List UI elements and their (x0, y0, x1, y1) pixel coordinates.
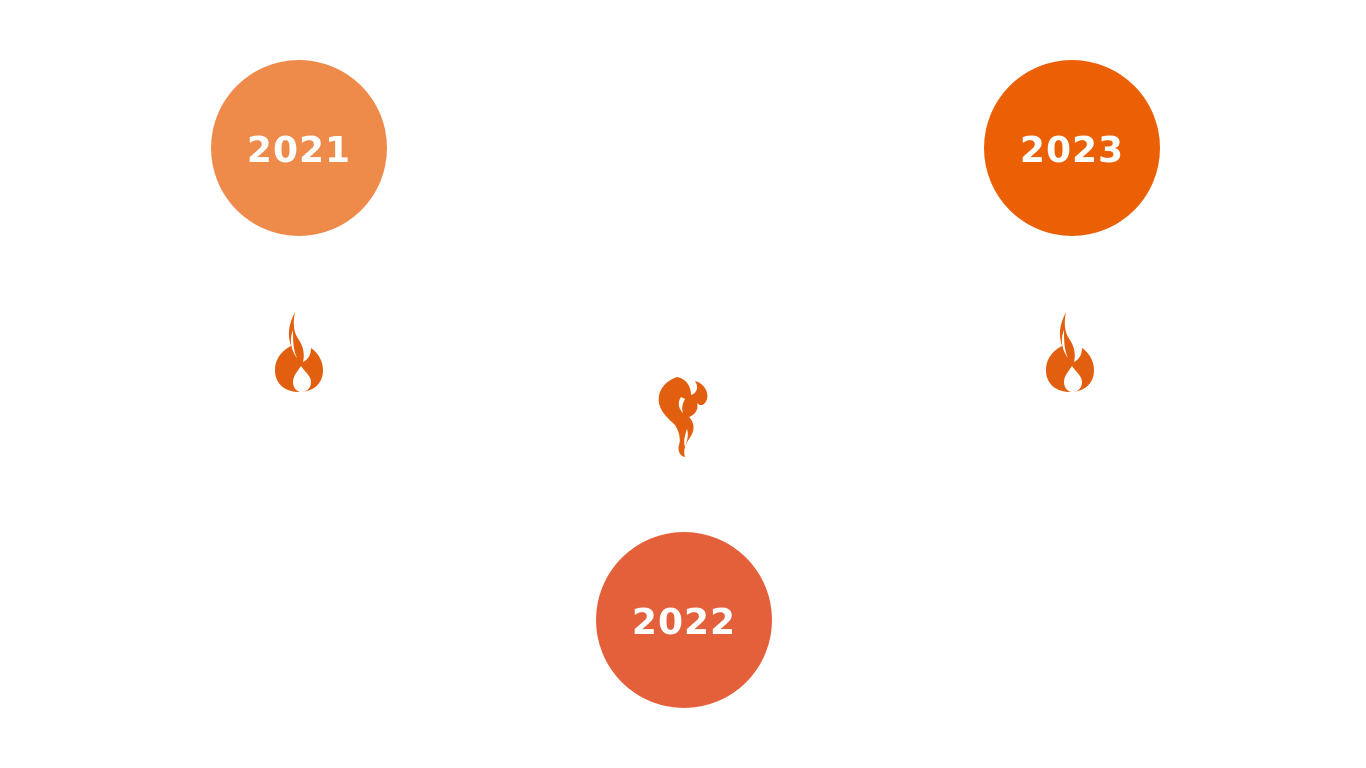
flame-wisp-icon (658, 377, 708, 457)
year-label-2022: 2022 (631, 601, 737, 643)
year-circle-2021: 2021 (211, 60, 387, 236)
year-label-2021: 2021 (246, 129, 352, 171)
year-circle-2022: 2022 (596, 532, 772, 708)
year-label-2023: 2023 (1019, 129, 1125, 171)
year-circle-2023: 2023 (984, 60, 1160, 236)
flame-icon (1046, 312, 1094, 392)
flame-icon (275, 312, 323, 392)
